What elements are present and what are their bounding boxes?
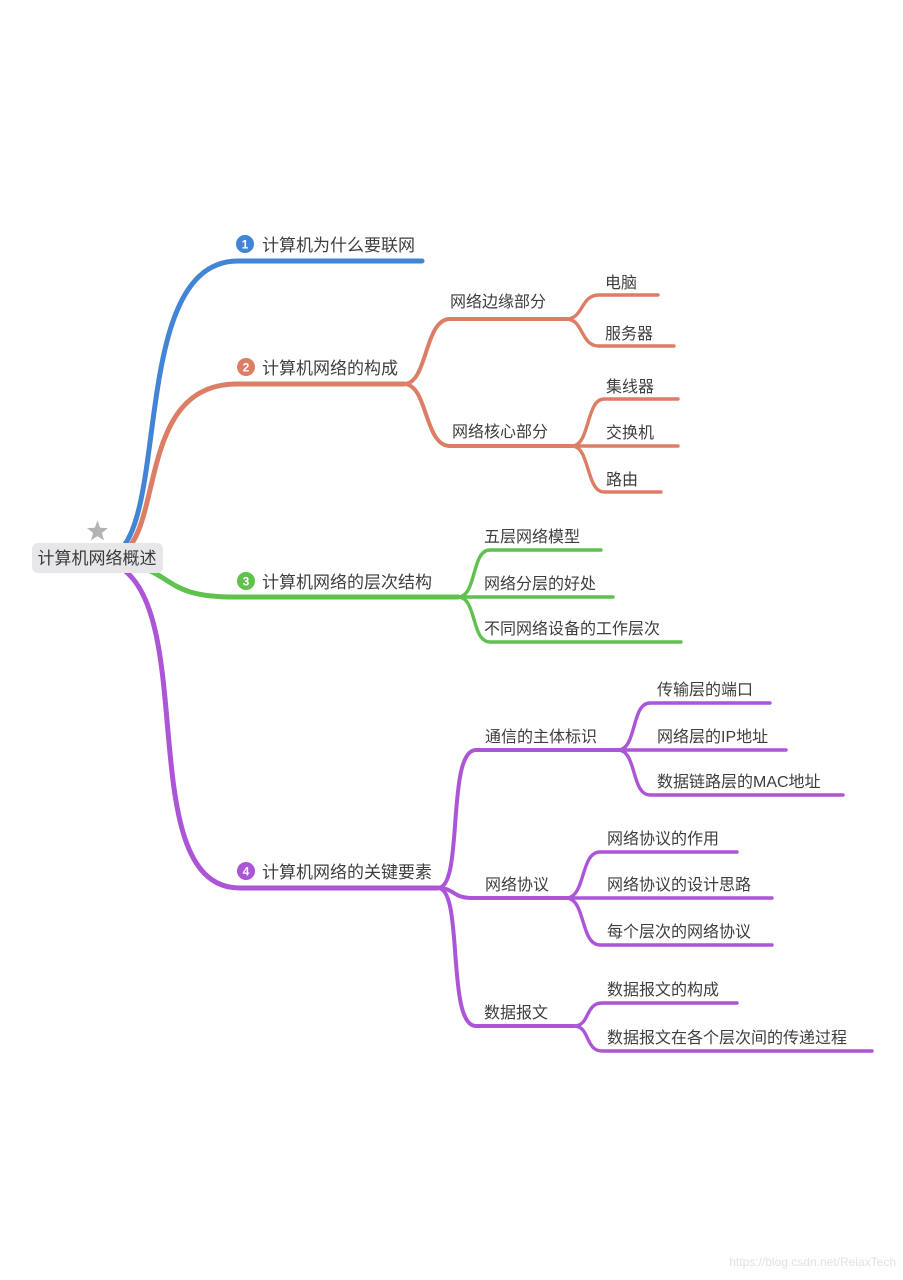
branch1-badge[interactable] (236, 235, 254, 253)
leaf-line-hub (570, 397, 680, 448)
star-icon (87, 520, 108, 541)
node-key-elements[interactable]: 计算机网络的关键要素 (262, 863, 432, 882)
root-node-box[interactable] (32, 543, 163, 573)
node-data-message[interactable]: 数据报文 (484, 1004, 548, 1022)
node-message-structure[interactable]: 数据报文的构成 (607, 981, 719, 999)
node-protocol-design[interactable]: 网络协议的设计思路 (607, 875, 751, 894)
branch4-badge-number: 4 (243, 864, 250, 878)
branch1-line (115, 258, 425, 555)
branch2-core-line (402, 382, 574, 448)
node-network-protocol[interactable]: 网络协议 (485, 875, 549, 894)
leaf-line-router (570, 444, 663, 494)
branch3-badge[interactable] (237, 572, 255, 590)
branch2-badge[interactable] (237, 358, 255, 376)
branch3-badge-number: 3 (243, 574, 250, 588)
node-protocol-each-layer[interactable]: 每个层次的网络协议 (607, 922, 751, 941)
node-five-layer-model[interactable]: 五层网络模型 (484, 527, 580, 546)
leaf-line-port (616, 701, 772, 752)
node-network-core[interactable]: 网络核心部分 (452, 422, 548, 441)
node-layer-benefit[interactable]: 网络分层的好处 (484, 574, 596, 593)
node-transport-port[interactable]: 传输层的端口 (657, 681, 753, 699)
leaf-line-protocol-each-layer (564, 896, 774, 947)
branch2-edge-line (402, 317, 568, 386)
leaf-line-message-structure (572, 1001, 739, 1028)
leaf-line-protocol-role (564, 850, 739, 900)
leaf-line-message-passing (572, 1024, 874, 1053)
node-communication-identity[interactable]: 通信的主体标识 (485, 728, 597, 746)
watermark-url: https://blog.csdn.net/RelaxTech (729, 1255, 896, 1269)
leaf-line-device-layers (456, 595, 683, 644)
node-network-composition[interactable]: 计算机网络的构成 (262, 359, 398, 378)
node-why-network[interactable]: 计算机为什么要联网 (262, 236, 415, 255)
branch4-message-line (436, 886, 576, 1028)
node-pc[interactable]: 电脑 (605, 274, 637, 292)
root-node-label[interactable]: 计算机网络概述 (38, 549, 157, 568)
branch2-badge-number: 2 (243, 360, 250, 374)
node-mac-address[interactable]: 数据链路层的MAC地址 (657, 773, 821, 791)
node-protocol-role[interactable]: 网络协议的作用 (607, 829, 719, 848)
node-device-working-layers[interactable]: 不同网络设备的工作层次 (484, 619, 660, 638)
node-router[interactable]: 路由 (606, 471, 638, 489)
leaf-line-mac (616, 748, 845, 797)
leaf-line-five-layer (456, 548, 603, 599)
node-message-passing[interactable]: 数据报文在各个层次间的传递过程 (607, 1029, 847, 1047)
node-network-edge[interactable]: 网络边缘部分 (450, 292, 546, 311)
node-hub[interactable]: 集线器 (606, 378, 654, 396)
branch4-badge[interactable] (237, 862, 255, 880)
node-layered-structure[interactable]: 计算机网络的层次结构 (262, 573, 432, 592)
leaf-line-pc (564, 293, 660, 321)
branch2-line (115, 381, 407, 559)
node-ip-address[interactable]: 网络层的IP地址 (657, 727, 768, 746)
branch4-identity-line (436, 748, 620, 890)
node-switch[interactable]: 交换机 (606, 424, 654, 442)
node-server[interactable]: 服务器 (605, 325, 653, 343)
branch1-badge-number: 1 (242, 237, 249, 251)
branch4-line (121, 567, 441, 891)
leaf-line-server (564, 317, 676, 348)
